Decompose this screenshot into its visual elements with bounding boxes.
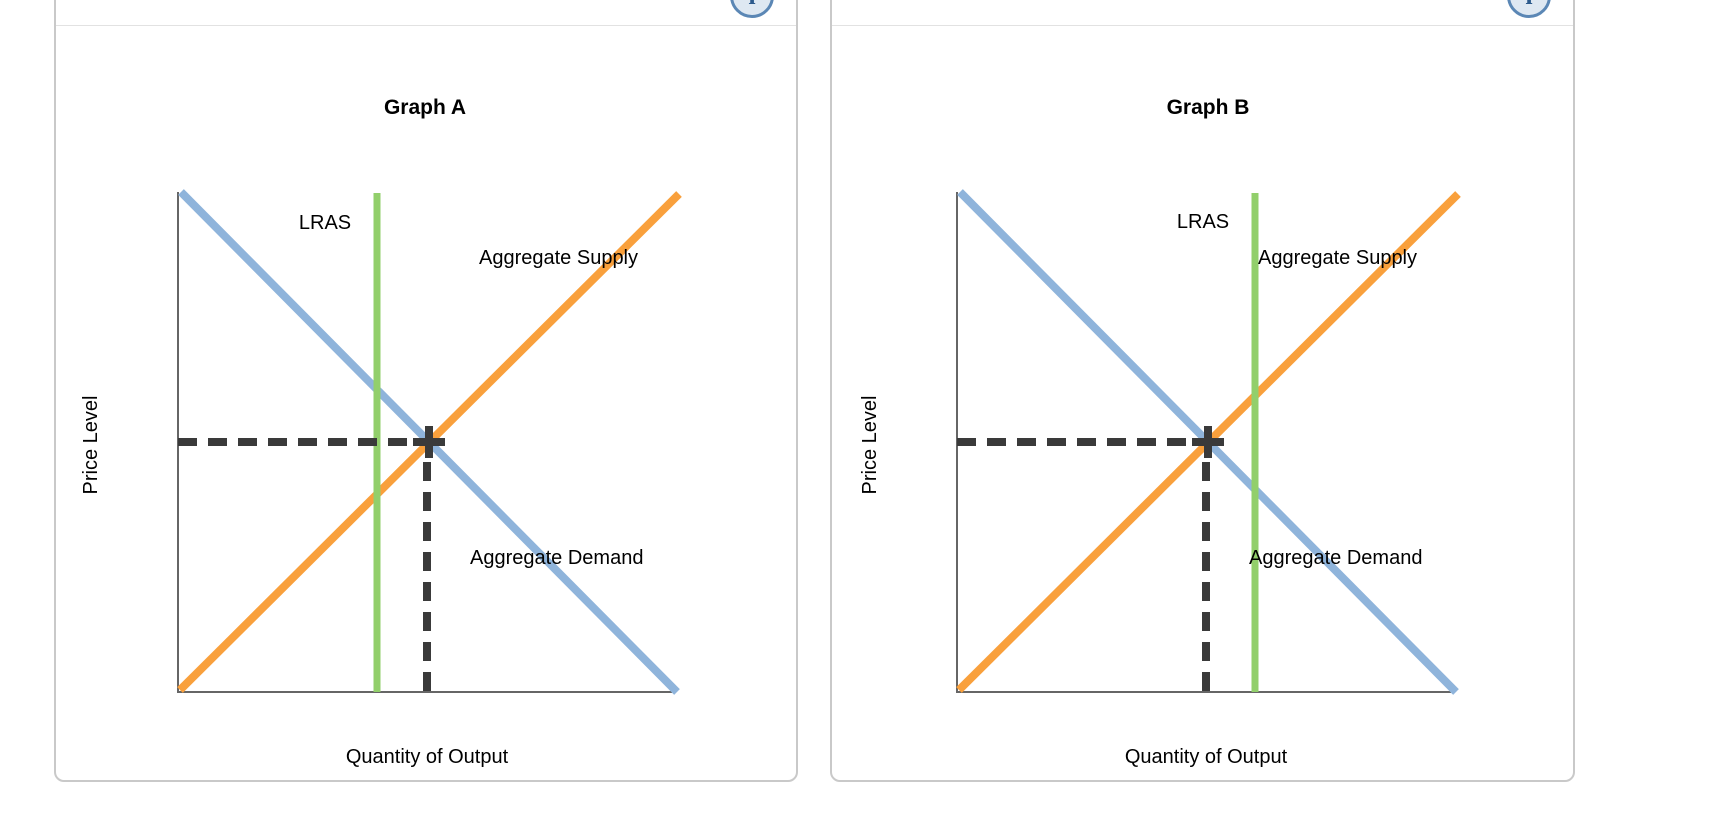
graph-title: Graph A bbox=[383, 96, 467, 119]
card-header bbox=[56, 0, 796, 26]
y-axis-label: Price Level bbox=[80, 395, 102, 495]
y-axis-label: Price Level bbox=[859, 395, 881, 495]
info-icon-glyph: i bbox=[1525, 0, 1532, 11]
lras-label: LRAS bbox=[298, 212, 352, 234]
equilibrium-marker bbox=[413, 426, 445, 458]
card-graph-b: i Graph B LRAS Aggregate Supply Aggregat… bbox=[830, 0, 1575, 782]
chart-canvas-graph-b bbox=[956, 189, 1461, 695]
equilibrium-marker bbox=[1192, 426, 1224, 458]
aggregate-supply-label: Aggregate Supply bbox=[479, 247, 639, 269]
info-icon-glyph: i bbox=[748, 0, 755, 11]
card-graph-a: i Graph A LRAS Aggregate Supply Aggregat… bbox=[54, 0, 798, 782]
aggregate-demand-label: Aggregate Demand bbox=[470, 547, 644, 569]
x-axis-label: Quantity of Output bbox=[1124, 746, 1288, 768]
graph-title: Graph B bbox=[1166, 96, 1250, 119]
aggregate-supply-label: Aggregate Supply bbox=[1258, 247, 1418, 269]
card-header bbox=[832, 0, 1573, 26]
chart-canvas-graph-a bbox=[177, 189, 682, 695]
lras-label: LRAS bbox=[1176, 211, 1230, 233]
x-axis-label: Quantity of Output bbox=[345, 746, 509, 768]
aggregate-demand-label: Aggregate Demand bbox=[1249, 547, 1423, 569]
